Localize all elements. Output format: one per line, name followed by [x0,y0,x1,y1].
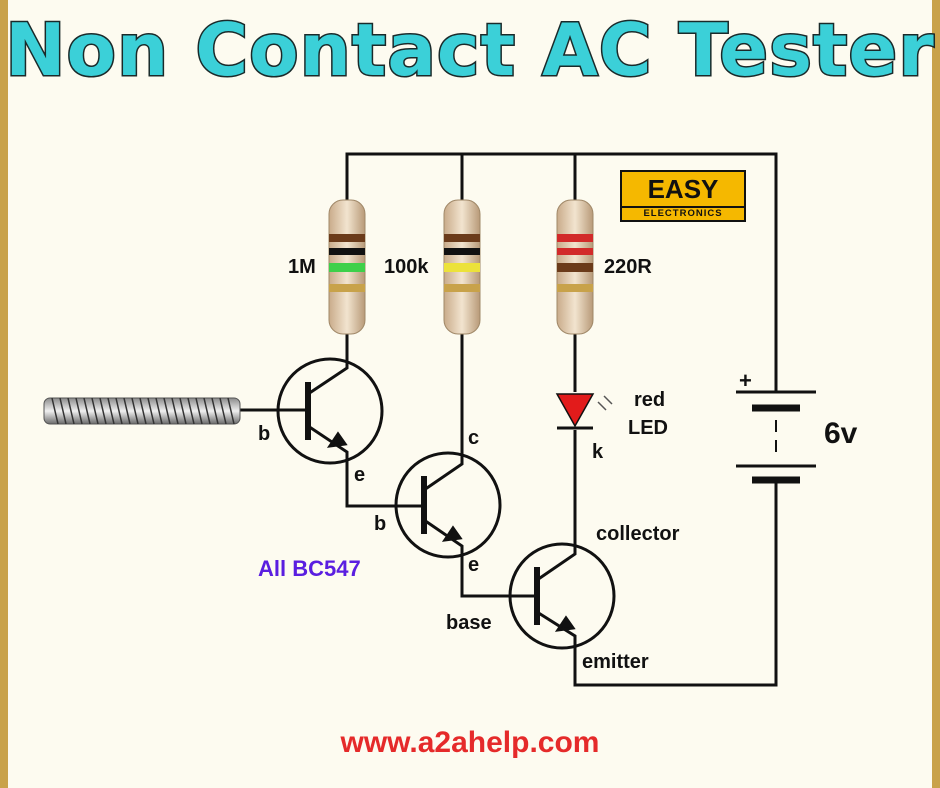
spring-antenna-icon [43,397,241,425]
page-title: Non Contact AC Tester [4,7,935,94]
led-label-line2: LED [628,417,668,439]
resistor-1m-icon [328,199,366,335]
q2-emitter-label: e [468,554,479,576]
battery-plus-label: + [739,368,752,393]
logo-top-text: EASY [622,172,744,206]
q2-collector-label: c [468,427,479,449]
q2-base-label: b [374,513,386,535]
resistor-100k-label: 100k [384,256,429,278]
q3-base-label: base [446,612,492,634]
easy-electronics-logo: EASY ELECTRONICS [620,170,746,222]
battery-icon [736,390,816,484]
q1-emitter-label: e [354,464,365,486]
website-url[interactable]: www.a2ahelp.com [340,726,600,759]
transistor-q1-icon [276,357,384,465]
resistor-1m-label: 1M [288,256,316,278]
q3-emitter-label: emitter [582,651,649,673]
led-icon [555,393,613,430]
q1-base-label: b [258,423,270,445]
transistor-q3-icon [508,542,616,650]
transistor-type-note: All BC547 [258,556,361,581]
resistor-220r-icon [556,199,594,335]
q3-collector-label: collector [596,523,680,545]
resistor-100k-icon [443,199,481,335]
logo-bottom-text: ELECTRONICS [622,208,744,220]
transistor-q2-icon [394,451,502,559]
resistor-220r-label: 220R [604,256,652,278]
led-cathode-label: k [592,441,604,463]
wires [240,152,778,687]
battery-voltage-label: 6v [824,417,858,450]
led-label-line1: red [634,389,665,411]
